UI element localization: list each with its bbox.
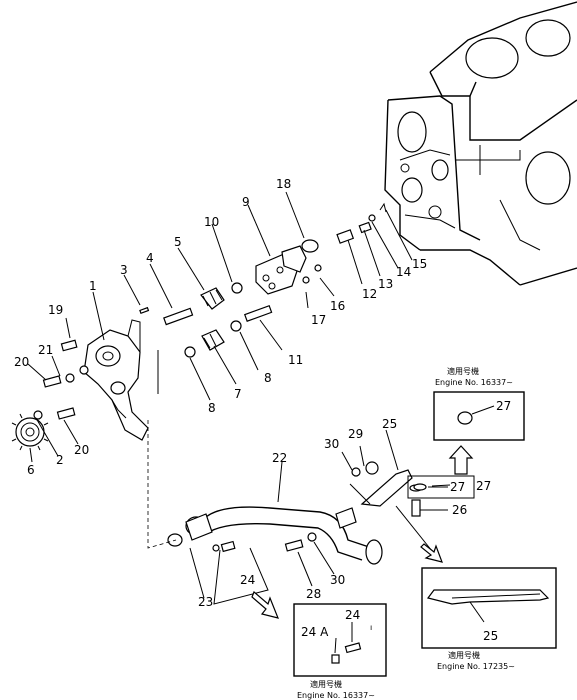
inset-title: 適用号機: [447, 366, 479, 376]
suction-pipe: [167, 506, 383, 565]
part-number: 17: [311, 313, 326, 327]
part-number: 28: [306, 587, 321, 601]
inset-middle-right: 27: [407, 475, 475, 499]
part-number: 24: [345, 608, 360, 622]
part-number: 30: [324, 437, 339, 451]
part-number: 10: [204, 215, 219, 229]
part-number: 11: [288, 353, 303, 367]
part-number: 30: [330, 573, 345, 587]
part-number: 1: [89, 279, 97, 293]
inset-engine-number: Engine No. 17235~: [437, 662, 515, 671]
part-number: 14: [396, 265, 411, 279]
pointer-arrows: [251, 445, 474, 619]
inset-title: 適用号機: [448, 650, 480, 660]
part-number: 8: [264, 371, 272, 385]
part-labels: 1 3 4 5 10 9 18 17 16 12 13 14 15 11 8 7…: [14, 177, 491, 609]
part-number: 20: [14, 355, 29, 369]
part-number: 20: [74, 443, 89, 457]
part-number: 2: [56, 453, 64, 467]
part-number: 9: [242, 195, 250, 209]
part-number: 8: [208, 401, 216, 415]
part-number: 27: [476, 479, 491, 493]
inset-title: 適用号機: [310, 679, 342, 689]
svg-text:ı: ı: [370, 623, 372, 632]
part-number: 6: [27, 463, 35, 477]
part-number: 22: [272, 451, 287, 465]
part-number: 24: [240, 573, 255, 587]
part-number: 3: [120, 263, 128, 277]
part-number: 25: [382, 417, 397, 431]
part-number: 16: [330, 299, 345, 313]
part-number: 26: [452, 503, 467, 517]
part-number: 7: [234, 387, 242, 401]
part-number: 25: [483, 629, 498, 643]
part-number: 24 A: [301, 625, 329, 639]
engine-block: [384, 1, 577, 286]
part-number: 18: [276, 177, 291, 191]
part-number: 5: [174, 235, 182, 249]
inset-bottom-right: 25 適用号機 Engine No. 17235~: [421, 567, 557, 671]
part-number: 23: [198, 595, 213, 609]
part-number: 19: [48, 303, 63, 317]
oil-pump-body: [83, 319, 149, 441]
small-parts: [33, 202, 387, 420]
inset-engine-number: Engine No. 16337~: [297, 691, 375, 700]
bracket-assembly: [212, 461, 423, 553]
part-number: 4: [146, 251, 154, 265]
part-number: 21: [38, 343, 53, 357]
part-number: 27: [496, 399, 511, 413]
part-number: 15: [412, 257, 427, 271]
part-number: 12: [362, 287, 377, 301]
part-number: 13: [378, 277, 393, 291]
drive-gear: [11, 413, 49, 451]
inset-top-right: 適用号機 Engine No. 16337~ 27: [433, 366, 525, 441]
inset-engine-number: Engine No. 16337~: [435, 378, 513, 387]
inset-bottom-center: 24 24 A ı 適用号機 Engine No. 16337~: [293, 603, 387, 700]
part-number: 27: [450, 480, 465, 494]
leader-lines: [27, 191, 451, 605]
part-number: 29: [348, 427, 363, 441]
